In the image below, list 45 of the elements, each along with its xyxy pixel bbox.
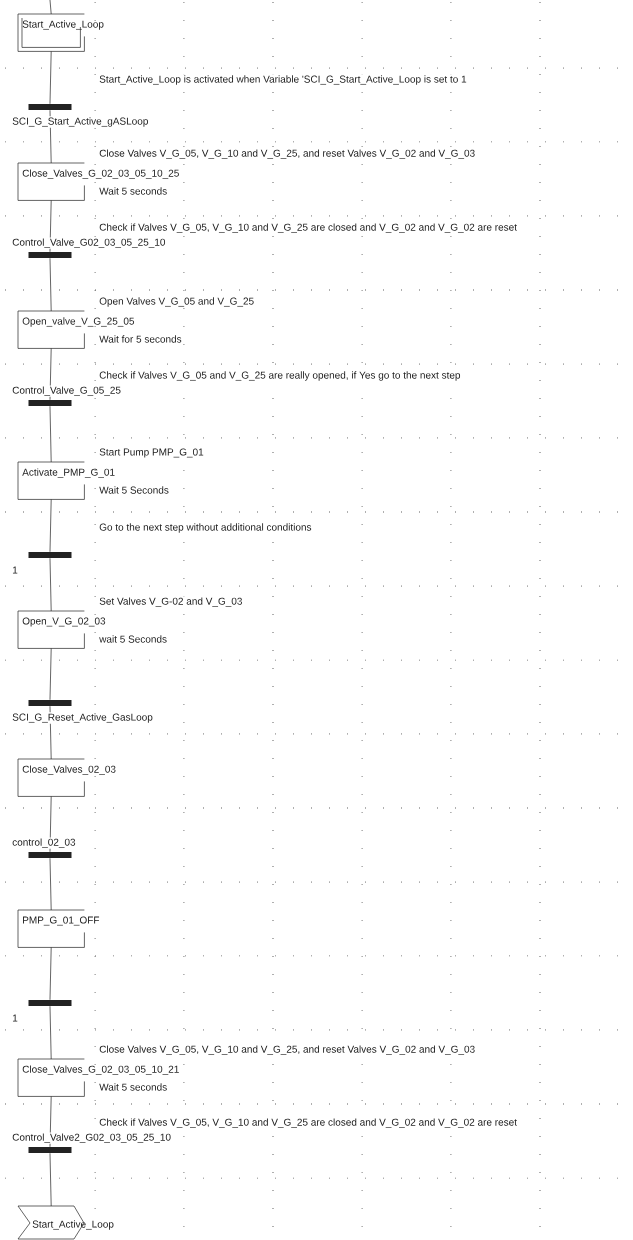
action-comment: Set Valves V_G-02 and V_G_03: [98, 596, 244, 608]
connector-line: [49, 0, 52, 15]
step-box: Activate_PMP_G_01 Wait 5 Seconds: [17, 461, 170, 500]
connector-line: [49, 1152, 52, 1207]
transition-label: Control_Valve2_G02_03_05_25_10: [11, 1132, 173, 1144]
transition-bar: [28, 552, 72, 558]
step-box: Close_Valves_G_02_03_05_10_25 Wait 5 seconds: [17, 162, 179, 201]
transition-label: 1: [11, 1013, 19, 1023]
action-comment: Close Valves V_G_05, V_G_10 and V_G_25, and reset Valves V_G_02 and V_G_03: [98, 1044, 477, 1056]
step-box: Open_valve_V_G_25_05 Wait for 5 seconds: [17, 310, 183, 349]
connector-line: [49, 857, 52, 911]
transition-label: 1: [11, 565, 19, 575]
transition-bar: [28, 1000, 72, 1006]
connector-line: [49, 51, 52, 105]
step-box: Close_Valves_02_03: [17, 758, 116, 797]
transition-bar: [28, 1147, 72, 1153]
transition-label: SCI_G_Start_Active_gASLoop: [11, 116, 150, 128]
connector-line: [49, 1005, 52, 1060]
transition-label: SCI_G_Reset_Active_GasLoop: [11, 712, 154, 724]
action-comment: Close Valves V_G_05, V_G_10 and V_G_25, and reset Valves V_G_02 and V_G_03: [98, 148, 477, 160]
action-comment: Start Pump PMP_G_01: [98, 447, 205, 459]
connector-line: [49, 557, 52, 612]
connector-line: [49, 405, 52, 463]
transition-label: control_02_03: [11, 837, 77, 849]
connector-line: [49, 648, 52, 701]
transition-comment: Check if Valves V_G_05 and V_G_25 are really opened, if Yes go to the next step: [98, 370, 462, 382]
transition-comment: Check if Valves V_G_05, V_G_10 and V_G_25 are closed and V_G_02 and V_G_02 are reset: [98, 222, 519, 234]
transition-comment: Check if Valves V_G_05, V_G_10 and V_G_25 are closed and V_G_02 and V_G_02 are reset: [98, 1117, 519, 1129]
step-box: PMP_G_01_OFF: [17, 909, 100, 948]
transition-label: Control_Valve_G_05_25: [11, 385, 122, 397]
transition-bar: [28, 700, 72, 706]
action-comment: Open Valves V_G_05 and V_G_25: [98, 296, 256, 308]
transition-comment: Go to the next step without additional conditions: [98, 522, 313, 534]
step-box: Close_Valves_G_02_03_05_10_21 Wait 5 seconds: [17, 1058, 179, 1097]
connector-line: [49, 499, 52, 553]
step-box: Start_Active_Loop: [17, 13, 104, 52]
transition-bar: [28, 400, 72, 406]
transition-comment: Start_Active_Loop is activated when Variable 'SCI_G_Start_Active_Loop is set to 1: [98, 74, 468, 86]
transition-bar: [28, 252, 72, 258]
connector-line: [49, 257, 52, 312]
transition-label: Control_Valve_G02_03_05_25_10: [11, 237, 167, 249]
transition-bar: [28, 104, 72, 110]
step-box: Open_V_G_02_03 wait 5 Seconds: [17, 610, 168, 649]
connector-line: [49, 947, 52, 1001]
transition-bar: [28, 852, 72, 858]
